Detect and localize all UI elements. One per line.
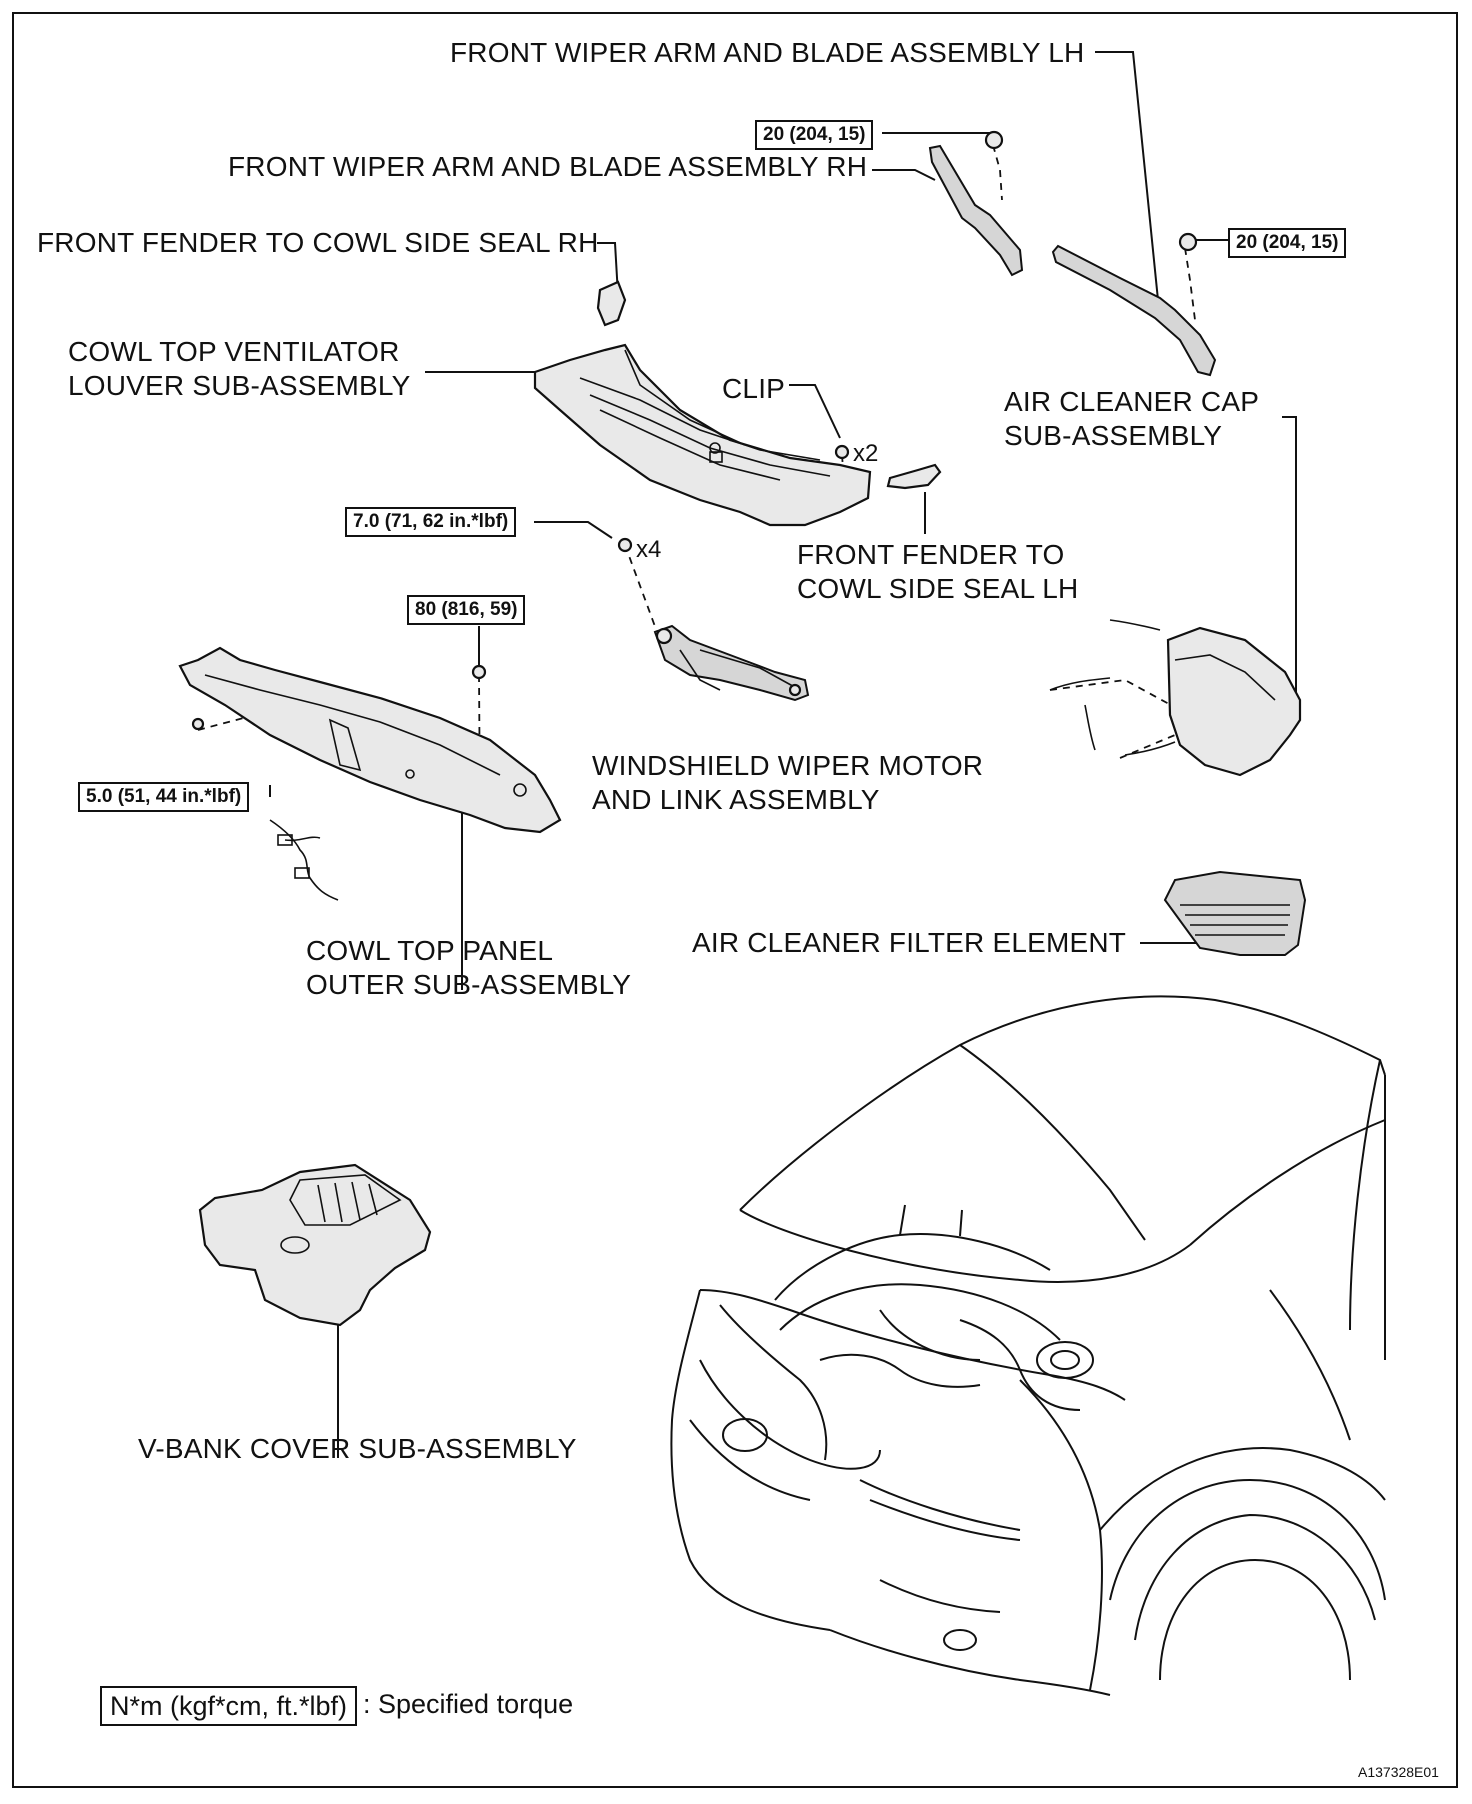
wiper-arm-rh	[928, 130, 1024, 277]
label-clip: CLIP	[722, 373, 786, 404]
torque-motor-bolt: 7.0 (71, 62 in.*lbf)	[345, 507, 517, 537]
wire-harness-part	[269, 819, 339, 901]
air-cleaner-cap-part	[1049, 619, 1302, 777]
label-wiper-rh: FRONT WIPER ARM AND BLADE ASSEMBLY RH	[228, 151, 868, 182]
label-louver-line2: LOUVER SUB-ASSEMBLY	[68, 370, 411, 401]
label-air-cap-line2: SUB-ASSEMBLY	[1004, 420, 1223, 451]
vbank-cover-part	[198, 1163, 432, 1327]
qty-motor-bolt: x4	[636, 536, 662, 563]
label-seal-lh-line2: COWL SIDE SEAL LH	[797, 573, 1079, 604]
label-seal-rh: FRONT FENDER TO COWL SIDE SEAL RH	[37, 227, 599, 258]
label-vbank: V-BANK COVER SUB-ASSEMBLY	[138, 1433, 577, 1464]
torque-panel-screw: 5.0 (51, 44 in.*lbf)	[78, 782, 250, 812]
cowl-louver-part	[533, 343, 872, 527]
torque-panel-nut: 80 (816, 59)	[407, 595, 526, 625]
car-illustration	[670, 995, 1386, 1696]
figure-code: A137328E01	[1358, 1764, 1439, 1780]
seal-lh-part	[886, 463, 942, 490]
label-panel-line1: COWL TOP PANEL	[306, 935, 554, 966]
label-panel-line2: OUTER SUB-ASSEMBLY	[306, 969, 632, 1000]
legend-torque-text: : Specified torque	[363, 1689, 574, 1719]
diagram-frame	[12, 12, 1458, 1788]
label-motor-line2: AND LINK ASSEMBLY	[592, 784, 880, 815]
torque-wiper-rh-nut: 20 (204, 15)	[755, 120, 874, 150]
label-motor-line1: WINDSHIELD WIPER MOTOR	[592, 750, 984, 781]
clip-part	[834, 444, 850, 460]
label-louver-line1: COWL TOP VENTILATOR	[68, 336, 400, 367]
air-filter-part	[1163, 870, 1307, 956]
wiper-arm-lh	[1051, 232, 1217, 377]
wiper-motor-part	[617, 537, 810, 702]
label-wiper-lh: FRONT WIPER ARM AND BLADE ASSEMBLY LH	[450, 37, 1085, 68]
label-air-cap-line1: AIR CLEANER CAP	[1004, 386, 1260, 417]
legend-torque-units: N*m (kgf*cm, ft.*lbf)	[100, 1686, 358, 1726]
seal-rh-part	[596, 280, 627, 327]
label-air-filter: AIR CLEANER FILTER ELEMENT	[692, 927, 1127, 958]
torque-wiper-lh-nut: 20 (204, 15)	[1228, 228, 1347, 258]
label-seal-lh-line1: FRONT FENDER TO	[797, 539, 1065, 570]
cowl-panel-part	[178, 646, 562, 834]
qty-clip: x2	[853, 440, 879, 467]
